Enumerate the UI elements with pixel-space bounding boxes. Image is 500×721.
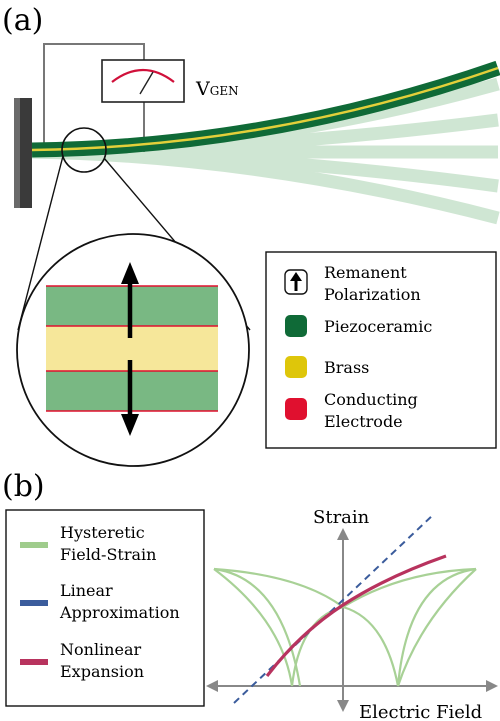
legend-b-label-0-line-0: Hysteretic: [60, 523, 145, 542]
zoom-line-left: [17, 155, 64, 331]
strain-axes: [206, 528, 498, 712]
legend-swatch-electrode: [285, 398, 307, 420]
voltmeter: [101, 59, 185, 103]
legend-a-item-conducting-electrode: Conducting Electrode: [285, 390, 418, 431]
legend-a-label-3-line-0: Conducting: [324, 390, 418, 409]
panel-b-label: (b): [2, 469, 45, 504]
polarization-arrow-up: [121, 262, 139, 338]
legend-a-label-3-line-1: Electrode: [324, 412, 403, 431]
y-axis-label: Strain: [313, 507, 370, 528]
y-axis-arrowhead-down: [337, 700, 349, 712]
x-axis-arrowhead-right: [486, 680, 498, 692]
legend-a-label-2: Brass: [324, 358, 369, 377]
legend-b-item-nonlinear: Nonlinear Expansion: [20, 640, 144, 681]
brass-center-line: [31, 66, 499, 152]
wire-left: [43, 43, 145, 144]
legend-swatch-brass: [285, 356, 307, 378]
polarization-arrow-down: [121, 360, 139, 436]
legend-b-label-1-line-1: Approximation: [59, 603, 180, 622]
meter-label: VGEN: [195, 78, 239, 100]
hysteretic-curve: [213, 567, 477, 687]
legend-a-label-0-line-1: Polarization: [324, 285, 421, 304]
y-axis-arrowhead-up: [337, 528, 349, 540]
panel-a-label: (a): [2, 3, 43, 38]
legend-b-label-2-line-0: Nonlinear: [60, 640, 141, 659]
legend-b-label-1-line-0: Linear: [60, 581, 113, 600]
legend-b-item-linear: Linear Approximation: [20, 581, 180, 622]
x-axis-label: Electric Field: [359, 702, 482, 721]
legend-a-item-piezoceramic: Piezoceramic: [285, 315, 432, 337]
legend-a-item-remanent-polarization: Remanent Polarization: [284, 263, 421, 304]
linear-approximation-line: [233, 513, 435, 704]
zoom-circle: [16, 233, 250, 467]
x-axis-arrowhead-left: [206, 680, 218, 692]
legend-a-item-brass: Brass: [285, 356, 369, 378]
legend-a-label-1: Piezoceramic: [324, 317, 432, 336]
legend-b-label-2-line-1: Expansion: [60, 662, 144, 681]
meter-scale-arc: [111, 69, 175, 83]
legend-a-label-0-line-0: Remanent: [324, 263, 407, 282]
nonlinear-expansion-curve: [265, 554, 447, 677]
meter-needle: [139, 71, 154, 95]
legend-swatch-piezoceramic: [285, 315, 307, 337]
zoom-source-circle: [61, 127, 107, 173]
legend-b-label-0-line-1: Field-Strain: [60, 545, 156, 564]
magnified-cross-section: [20, 240, 249, 460]
legend-b-item-hysteretic: Hysteretic Field-Strain: [20, 523, 156, 564]
clamp-highlight: [14, 98, 20, 208]
